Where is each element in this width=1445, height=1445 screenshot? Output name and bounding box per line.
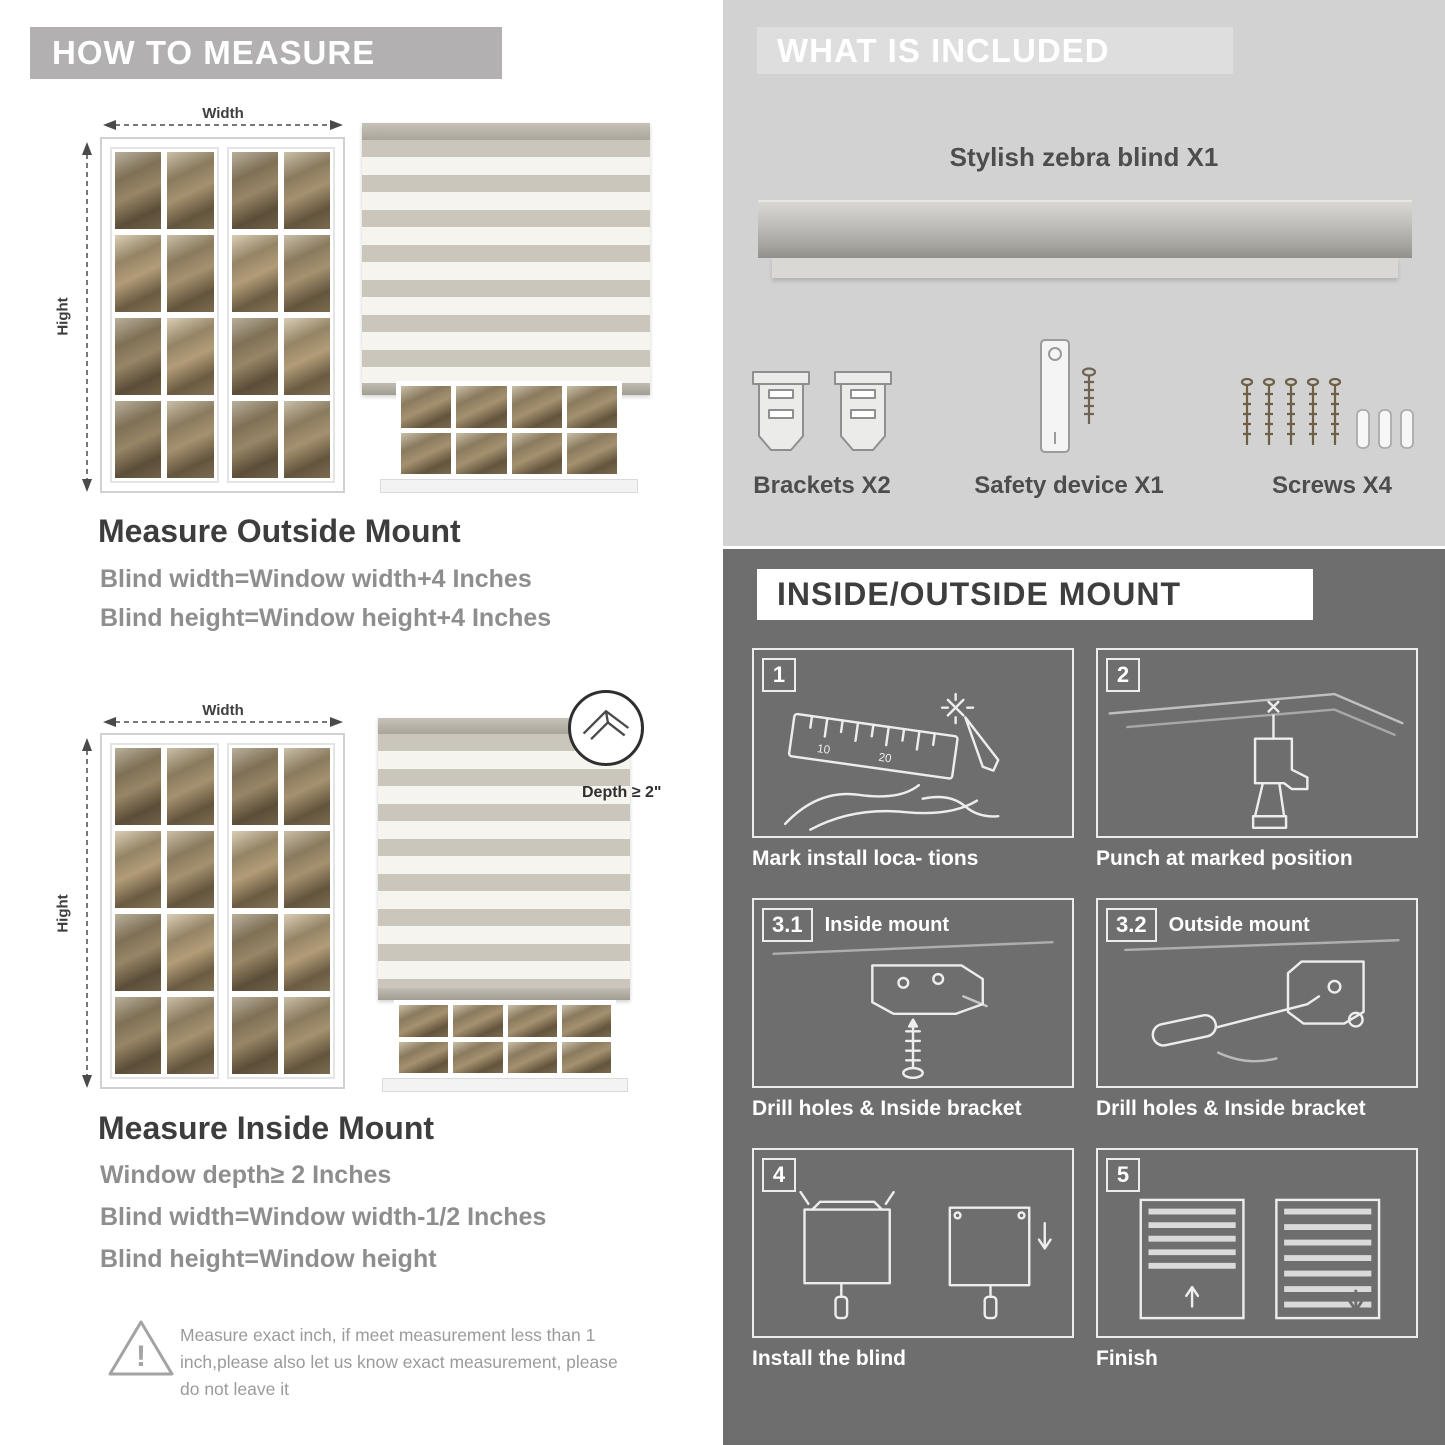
depth-callout-circle (568, 690, 644, 766)
installation-steps-grid: 1 10 20 (752, 648, 1418, 1382)
brackets-icon (745, 330, 899, 458)
step-3-2-caption: Drill holes & Inside bracket (1096, 1097, 1366, 1120)
step-3-1: 3.1 Inside mount Drill h (752, 898, 1074, 1132)
screws-label: Screws X4 (1271, 472, 1393, 499)
step-1: 1 10 20 (752, 648, 1074, 882)
finished-blinds-illustration (1139, 1198, 1381, 1320)
safety-device-label: Safety device X1 (974, 472, 1164, 499)
width-arrow-outside (103, 120, 343, 130)
measurement-warning-text: Measure exact inch, if meet measurement … (180, 1325, 618, 1400)
window-sill-inside (382, 1078, 628, 1092)
step-4-caption: Install the blind (752, 1347, 907, 1370)
safety-device-icon (1027, 330, 1111, 458)
zebra-blind-illustration-inside (378, 718, 630, 1000)
included-blind-label: Stylish zebra blind X1 (949, 142, 1219, 172)
zebra-blind-illustration-outside (362, 123, 650, 395)
step-number: 5 (1106, 1158, 1140, 1192)
height-label-inside: Hight (54, 894, 72, 933)
step-2-panel: 2 (1096, 648, 1418, 838)
outside-mount-title: Measure Outside Mount (98, 513, 461, 549)
height-arrow-outside (82, 142, 92, 492)
step-number: 2 (1106, 658, 1140, 692)
brackets-label: Brackets X2 (753, 472, 891, 499)
window-pane (226, 147, 335, 483)
inside-mount-rule-width: Blind width=Window width-1/2 Inches (100, 1203, 547, 1231)
window-corner-icon (582, 710, 630, 741)
step-1-caption: Mark install loca- tions (752, 847, 979, 870)
outside-mount-rule-height: Blind height=Window height+4 Inches (100, 604, 552, 632)
window-fragment-inside (394, 1000, 616, 1078)
step-3-1-caption: Drill holes & Inside bracket (752, 1097, 1022, 1120)
window-fragment-outside (396, 381, 622, 479)
window-illustration-inside (100, 733, 345, 1089)
window-pane (110, 743, 219, 1079)
step-title: Inside mount (824, 913, 950, 936)
window-illustration-outside (100, 137, 345, 493)
install-blind-illustration (799, 1190, 1052, 1320)
width-label-outside: Width (103, 105, 343, 122)
step-3-1-panel: 3.1 Inside mount (752, 898, 1074, 1088)
inside-mount-title: Measure Inside Mount (98, 1110, 435, 1146)
blind-headrail (378, 718, 630, 734)
blind-stripes (362, 140, 650, 383)
window-pane (110, 147, 219, 483)
inside-mount-rule-depth: Window depth≥ 2 Inches (100, 1161, 392, 1189)
step-5: 5 Fi (1096, 1148, 1418, 1382)
included-item-safety-device: Safety device X1 (974, 330, 1164, 500)
mark-location-illustration: 10 20 (783, 692, 1000, 831)
blind-headrail (362, 123, 650, 140)
step-number: 3.2 (1106, 908, 1157, 942)
included-item-brackets: Brackets X2 (745, 330, 899, 500)
width-label-inside: Width (103, 702, 343, 719)
warning-triangle-icon: ! (108, 1320, 174, 1376)
blind-bottomrail (378, 988, 630, 1000)
height-label-outside: Hight (54, 297, 72, 336)
blind-headrail-product-image (758, 200, 1412, 258)
step-5-caption: Finish (1096, 1347, 1158, 1370)
step-1-panel: 1 10 20 (752, 648, 1074, 838)
step-number: 3.1 (762, 908, 813, 942)
step-3-2: 3.2 Outside mount Drill (1096, 898, 1418, 1132)
drill-illustration (1108, 692, 1404, 829)
step-2-caption: Punch at marked position (1096, 847, 1353, 870)
mount-instructions-banner: INSIDE/OUTSIDE MOUNT (757, 569, 1313, 620)
step-4: 4 Install the blind (752, 1148, 1074, 1382)
step-3-2-panel: 3.2 Outside mount (1096, 898, 1418, 1088)
step-number: 4 (762, 1158, 796, 1192)
blind-stripes (378, 734, 630, 988)
width-arrow-inside (103, 717, 343, 727)
blind-headrail-valance (772, 258, 1398, 278)
what-is-included-banner: WHAT IS INCLUDED (757, 27, 1233, 74)
included-items-row: Brackets X2 Safety device X1 (745, 330, 1425, 500)
svg-text:20: 20 (878, 751, 893, 766)
inside-mount-rule-height: Blind height=Window height (100, 1245, 437, 1273)
outside-mount-rule-width: Blind width=Window width+4 Inches (100, 565, 532, 593)
how-to-measure-banner: HOW TO MEASURE (30, 27, 502, 79)
outside-bracket-illustration (1124, 939, 1400, 1063)
window-pane (226, 743, 335, 1079)
step-title: Outside mount (1168, 913, 1310, 936)
step-5-panel: 5 (1096, 1148, 1418, 1338)
included-item-screws: Screws X4 (1239, 330, 1425, 500)
height-arrow-inside (82, 738, 92, 1088)
step-2: 2 Punch at marked position (1096, 648, 1418, 882)
step-4-panel: 4 (752, 1148, 1074, 1338)
screws-icon (1239, 330, 1425, 458)
depth-requirement-label: Depth ≥ 2" (582, 784, 662, 801)
step-number: 1 (762, 658, 796, 692)
svg-text:10: 10 (816, 742, 831, 757)
inside-bracket-illustration (772, 940, 1054, 1079)
svg-text:!: ! (136, 1340, 146, 1373)
window-sill-outside (380, 479, 638, 493)
